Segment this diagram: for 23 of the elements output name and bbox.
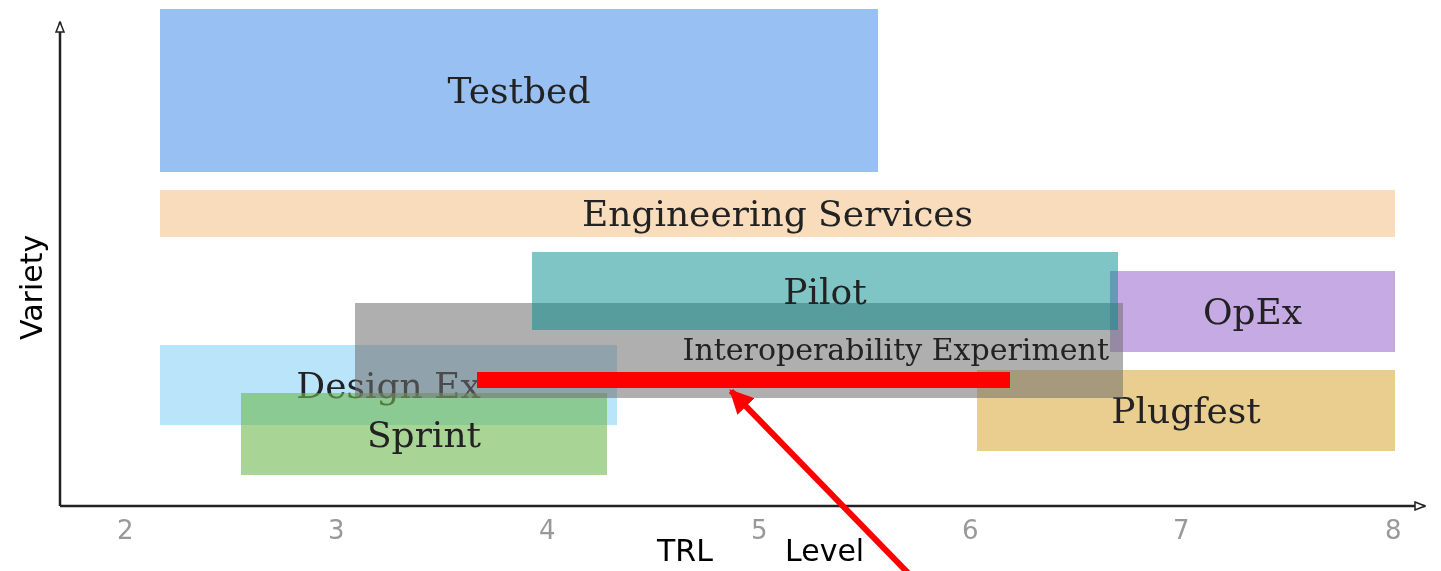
testbed-band bbox=[160, 9, 878, 172]
service-band bbox=[160, 190, 1395, 237]
arrow bbox=[728, 388, 913, 571]
axis-tick-label: 5 bbox=[751, 515, 768, 545]
band-label: Plugfest bbox=[1111, 390, 1261, 431]
axis-tick-label: 4 bbox=[539, 515, 556, 545]
band-label: Engineering Services bbox=[581, 193, 974, 234]
pilot-band bbox=[532, 252, 1118, 330]
axis-tick-label: 2 bbox=[117, 515, 134, 545]
band-label: Sprint bbox=[366, 413, 482, 455]
axis-tick-label: 6 bbox=[962, 515, 979, 545]
axis-title: TRL bbox=[657, 533, 713, 568]
axis-tick-label: 3 bbox=[328, 515, 345, 545]
axis-title: Level bbox=[785, 533, 865, 568]
band-label: OpEx bbox=[1202, 291, 1303, 332]
band-label: Interoperability Experiment bbox=[682, 332, 1109, 367]
axis-tick-label: 7 bbox=[1173, 515, 1190, 545]
plugfest-band bbox=[977, 370, 1395, 451]
axis-title: Variety bbox=[14, 234, 49, 340]
axis-tick-label: 8 bbox=[1385, 515, 1402, 545]
band-label: Pilot bbox=[783, 270, 867, 312]
band-label: Design Ex bbox=[296, 364, 481, 406]
band-label: Testbed bbox=[447, 70, 591, 111]
